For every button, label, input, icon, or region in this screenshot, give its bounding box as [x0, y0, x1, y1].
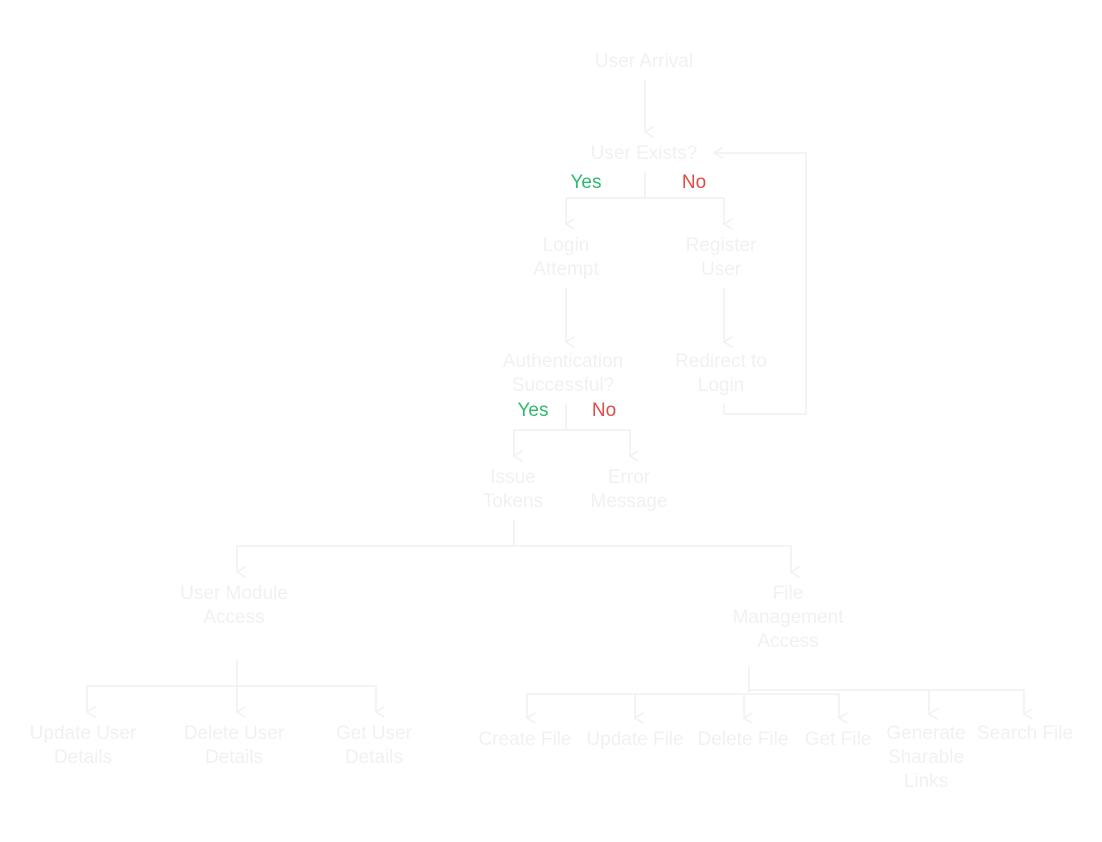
node-create-file: Create File [478, 729, 572, 750]
node-search-file: Search File [976, 723, 1074, 744]
edge-auth-split [513, 403, 631, 431]
edge-file-management-split [526, 665, 1025, 695]
branch-label-auth-no: No [591, 400, 617, 421]
branch-label-user-exists-yes: Yes [570, 172, 602, 193]
edge-exists-split [565, 171, 725, 199]
node-user-exists: User Exists? [590, 143, 698, 164]
branch-label-user-exists-no: No [681, 172, 707, 193]
node-update-file: Update File [586, 729, 684, 750]
edge-redirect-loop-to-exists [713, 147, 807, 415]
edge-tokens-split [236, 519, 792, 547]
node-delete-file: Delete File [697, 729, 789, 750]
node-get-file: Get File [804, 729, 872, 750]
branch-label-auth-yes: Yes [517, 400, 549, 421]
edge-user-module-split [86, 659, 377, 687]
node-user-arrival: User Arrival [594, 51, 694, 72]
